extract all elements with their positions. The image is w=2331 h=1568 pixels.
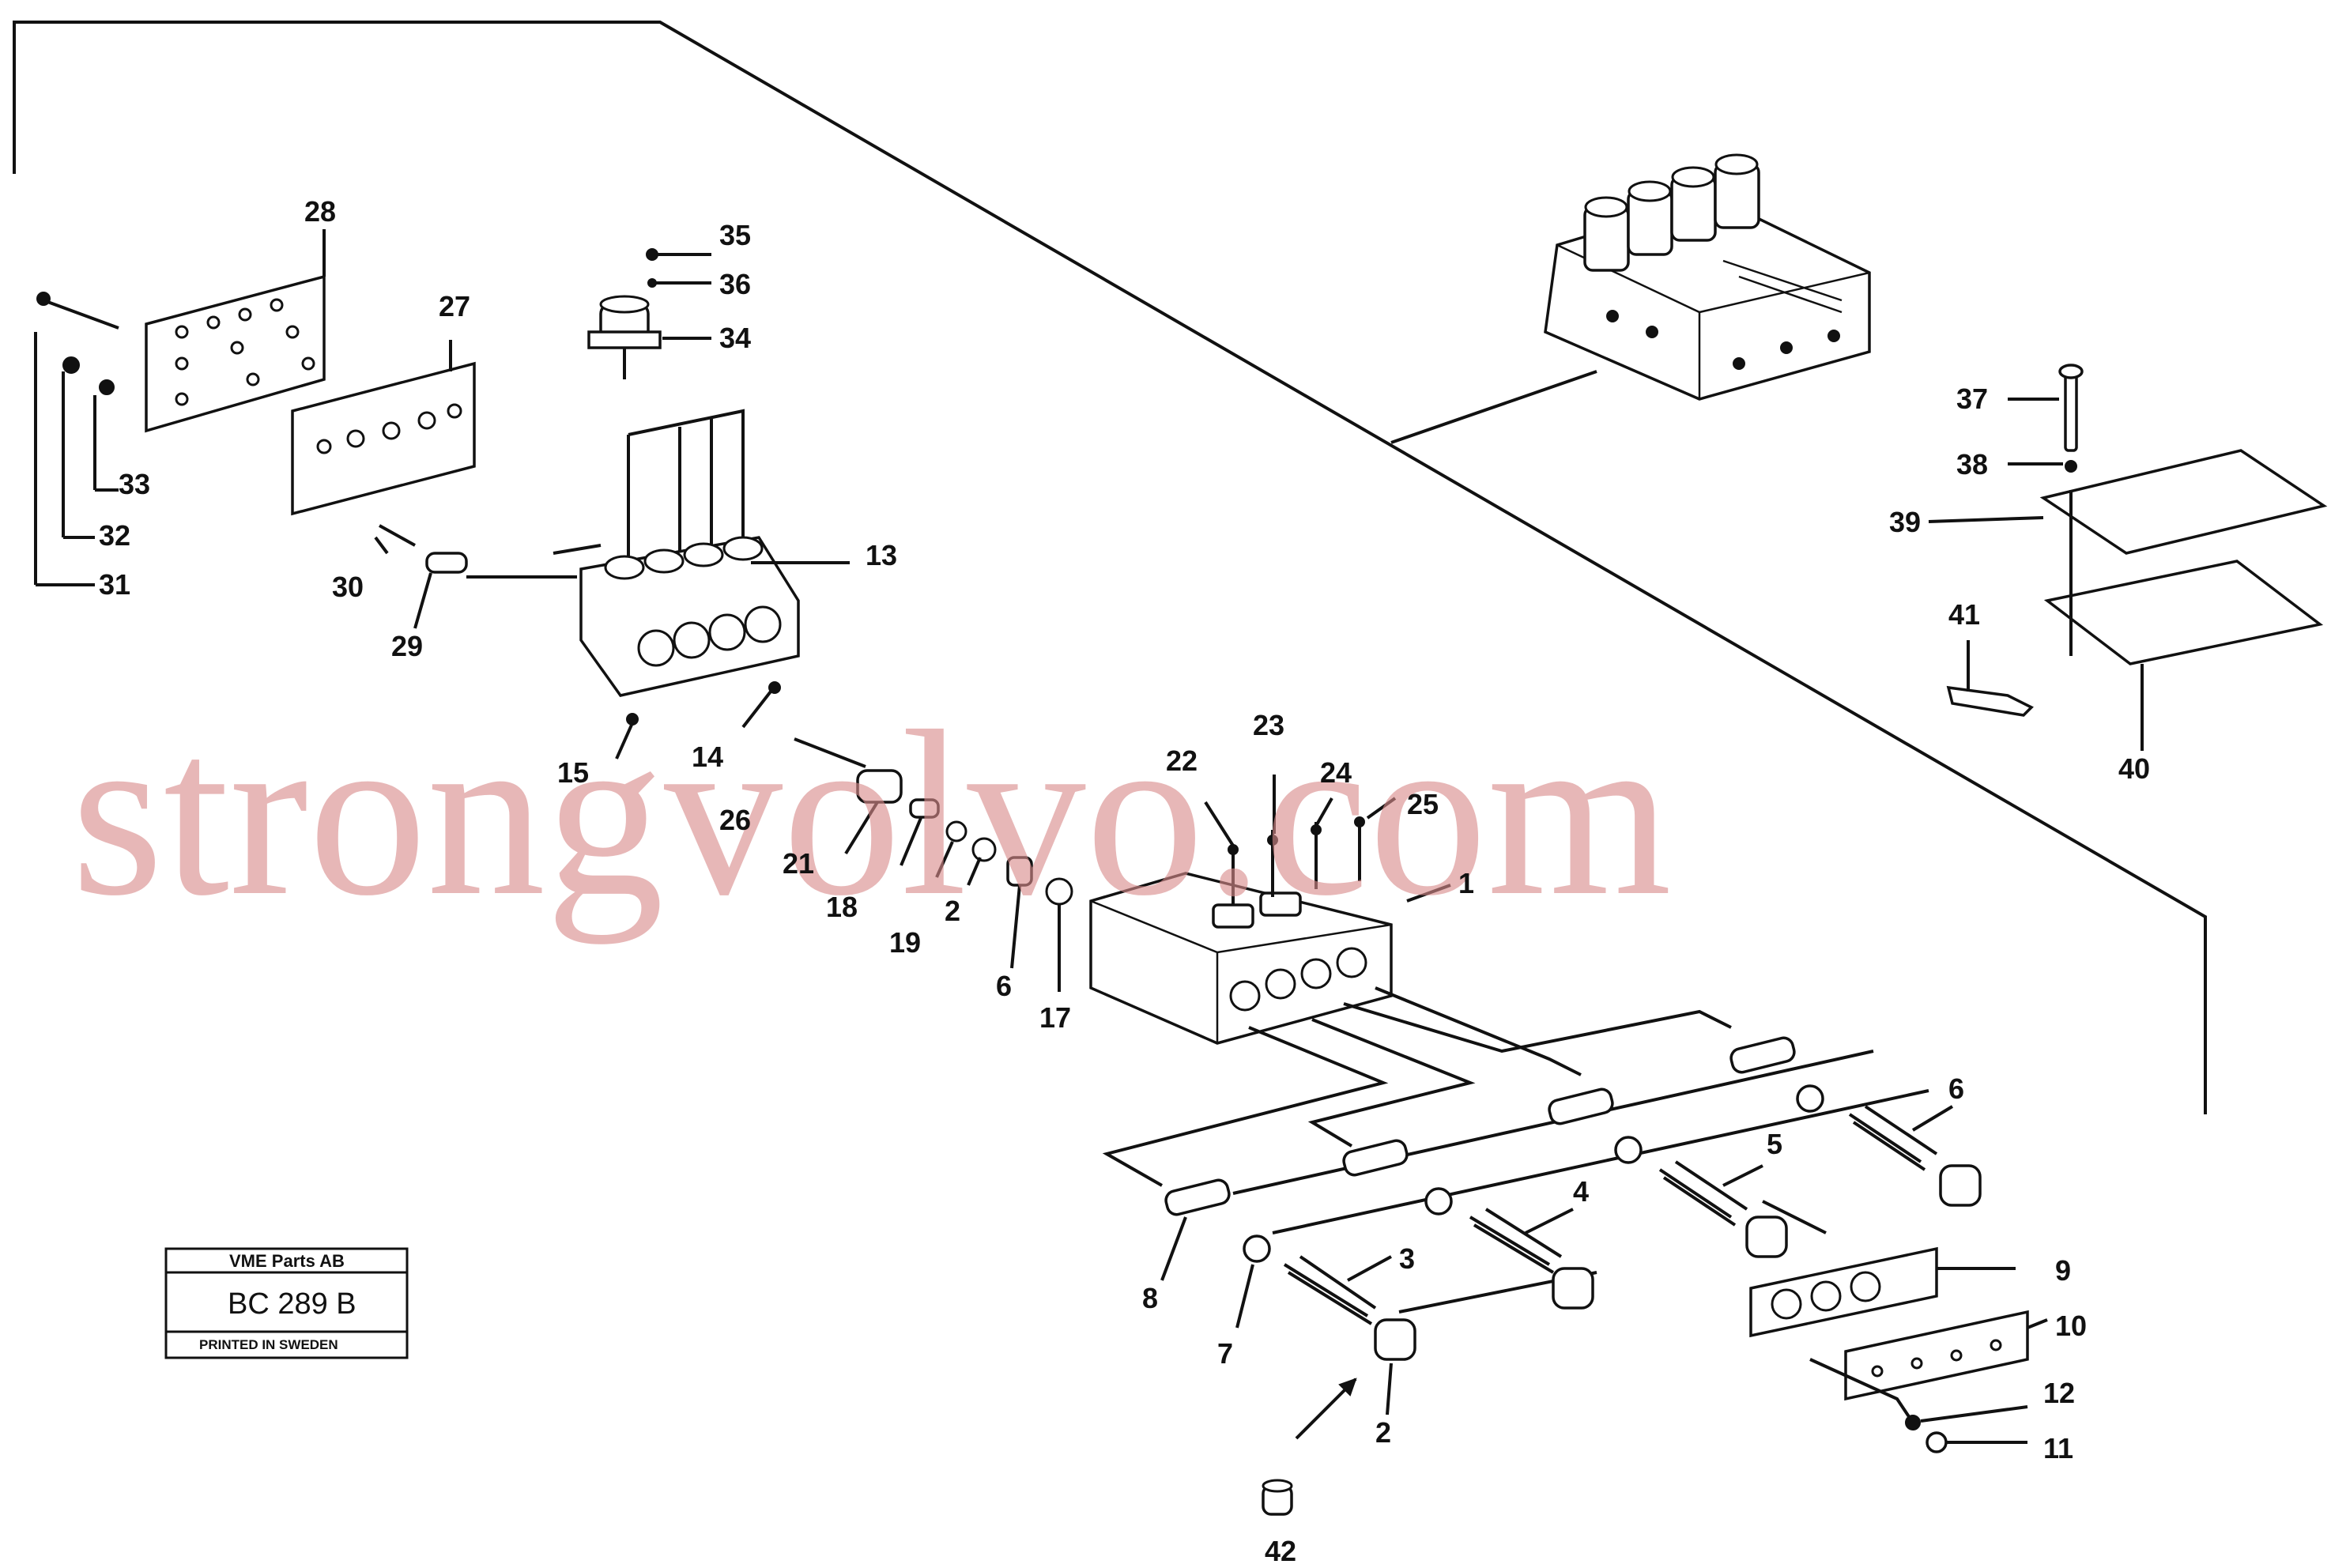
part-label-6-left: 6	[996, 970, 1012, 1002]
part-label-27: 27	[439, 290, 470, 322]
pilot-valve-34	[587, 248, 711, 379]
part-label-29: 29	[391, 630, 423, 662]
valve-assembly-illustration	[1544, 153, 1871, 401]
part-label-41: 41	[1948, 598, 1980, 631]
plates-39-40	[1928, 364, 2328, 751]
spool-assemblies	[1160, 1036, 1982, 1415]
part-label-28: 28	[304, 195, 336, 228]
part-label-1: 1	[1458, 867, 1474, 899]
title-box: VME Parts AB BC 289 B PRINTED IN SWEDEN	[164, 1247, 409, 1359]
part-label-42: 42	[1265, 1535, 1296, 1567]
frame-lines	[13, 21, 2207, 1114]
part-label-22: 22	[1166, 744, 1198, 777]
part-label-11: 11	[2043, 1432, 2073, 1464]
part-label-37: 37	[1956, 383, 1988, 415]
part-label-9: 9	[2055, 1254, 2071, 1287]
part-label-36: 36	[719, 268, 751, 300]
part-label-33: 33	[119, 468, 150, 500]
part-label-38: 38	[1956, 448, 1988, 481]
part-label-3: 3	[1399, 1242, 1415, 1275]
part-label-23: 23	[1253, 709, 1284, 741]
plug-42	[1262, 1378, 1357, 1516]
part-label-10: 10	[2055, 1310, 2087, 1342]
part-label-17: 17	[1039, 1001, 1071, 1034]
valve-body-1	[1089, 775, 1451, 1045]
part-label-7: 7	[1217, 1337, 1233, 1370]
part-label-12: 12	[2043, 1377, 2075, 1409]
part-label-14: 14	[692, 741, 723, 773]
part-label-6-right: 6	[1948, 1072, 1964, 1105]
part-label-8: 8	[1142, 1282, 1158, 1314]
cover-plate-28	[34, 229, 326, 586]
part-label-32: 32	[99, 519, 130, 552]
title-box-company: VME Parts AB	[229, 1251, 345, 1271]
part-label-39: 39	[1889, 506, 1921, 538]
title-box-printed: PRINTED IN SWEDEN	[199, 1337, 338, 1352]
plates-9-10	[1749, 1246, 2048, 1453]
part-label-20: 2	[945, 895, 960, 927]
spool-parts-17-21	[844, 769, 1073, 992]
part-label-35: 35	[719, 219, 751, 251]
plug-29-and-spring-30	[374, 524, 468, 629]
part-label-21: 21	[783, 847, 814, 880]
part-label-2: 2	[1375, 1416, 1391, 1449]
part-label-31: 31	[99, 568, 130, 601]
part-label-13: 13	[866, 539, 897, 571]
part-label-25: 25	[1407, 788, 1439, 820]
part-labels: 1 2 3 4 5 6 6 7 8 9 10 11 12 13 14 15 17…	[99, 195, 2150, 1567]
part-label-15: 15	[557, 756, 589, 789]
valve-body-13	[466, 409, 850, 697]
part-label-26: 26	[719, 804, 751, 836]
small-parts-14-15-26	[615, 681, 866, 768]
part-label-19: 19	[889, 926, 921, 959]
part-label-34: 34	[719, 322, 751, 354]
gasket-27	[291, 340, 476, 516]
part-label-30: 30	[332, 571, 364, 603]
watermark-text: strongvolvo.com	[71, 682, 1672, 945]
part-label-40: 40	[2118, 752, 2150, 785]
part-label-18: 18	[826, 891, 858, 923]
part-label-4: 4	[1573, 1175, 1589, 1208]
title-box-code: BC 289 B	[228, 1287, 356, 1321]
part-label-24: 24	[1320, 756, 1352, 789]
part-label-5: 5	[1767, 1128, 1782, 1160]
